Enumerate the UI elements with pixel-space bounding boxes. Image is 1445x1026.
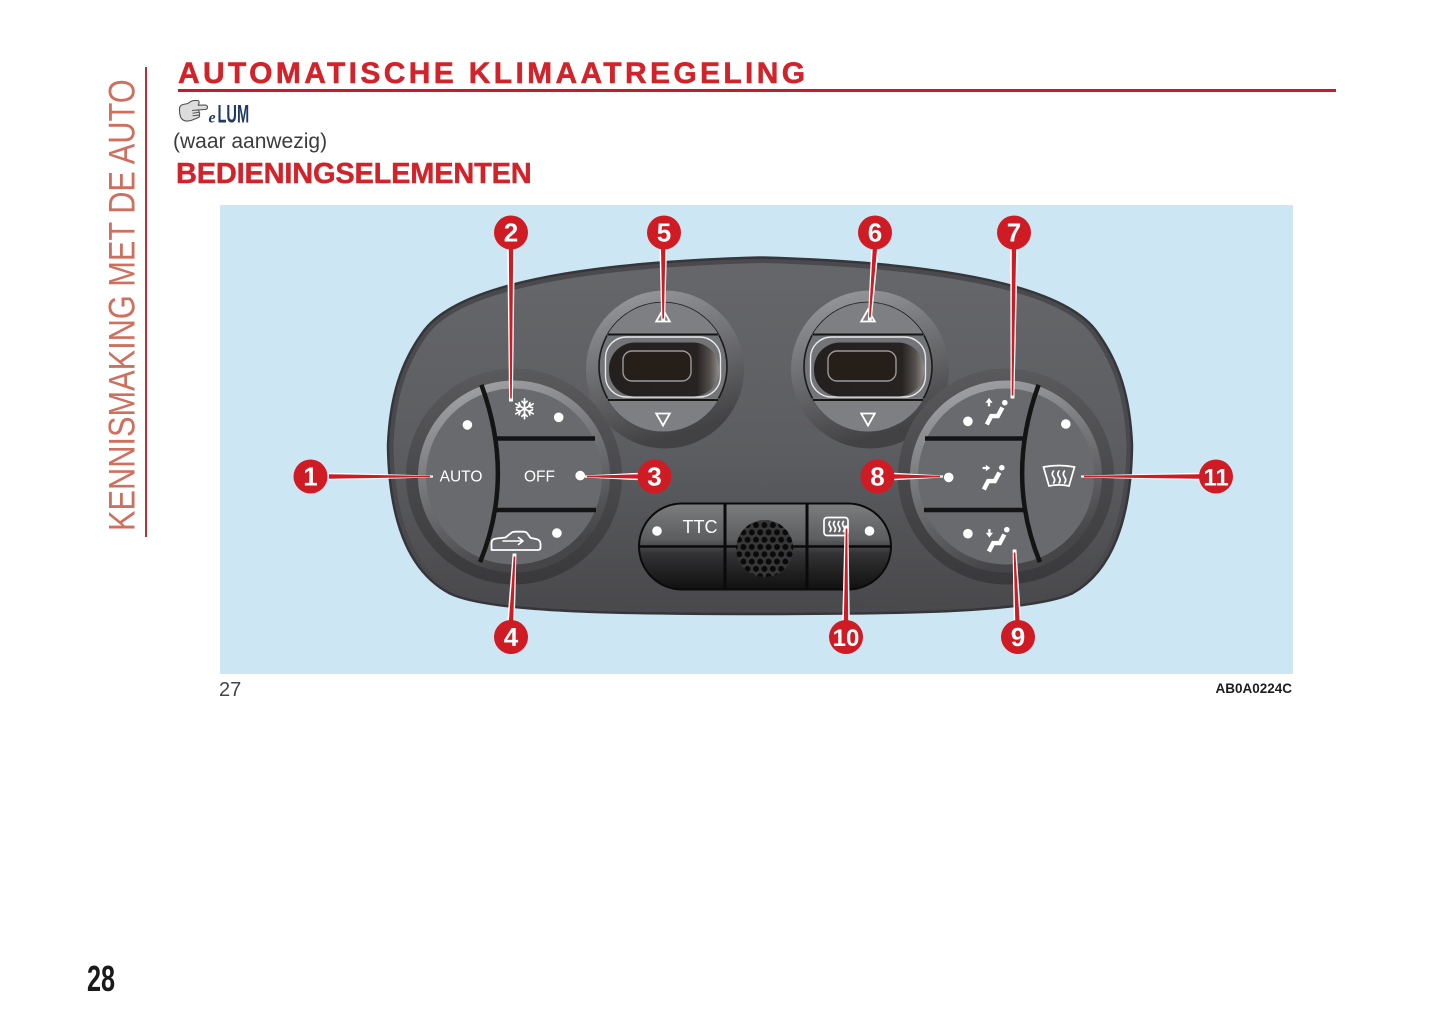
svg-text:OFF: OFF [524, 469, 555, 486]
svg-text:2: 2 [504, 218, 518, 248]
svg-text:1: 1 [303, 462, 317, 492]
svg-text:3: 3 [647, 462, 661, 492]
svg-text:7: 7 [1007, 218, 1021, 248]
svg-text:5: 5 [657, 218, 671, 248]
svg-text:8: 8 [870, 462, 884, 492]
svg-text:11: 11 [1203, 465, 1228, 492]
svg-text:e: e [209, 110, 216, 127]
svg-text:4: 4 [504, 622, 519, 652]
svg-text:AUTO: AUTO [440, 469, 483, 486]
svg-text:9: 9 [1011, 622, 1025, 652]
svg-text:10: 10 [833, 625, 860, 652]
svg-text:LUM: LUM [218, 102, 250, 128]
svg-text:6: 6 [868, 218, 882, 248]
svg-text:TTC: TTC [683, 517, 718, 537]
